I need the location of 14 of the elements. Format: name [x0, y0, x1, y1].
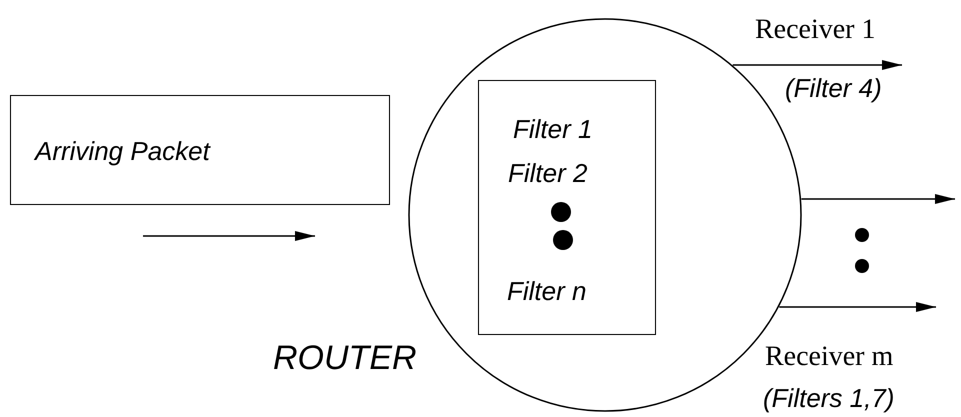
filter-note: (Filter 4): [785, 75, 882, 101]
arrow: [801, 194, 955, 204]
filter-note: (Filters 1,7): [763, 385, 894, 411]
receiver-label: Receiver 1: [755, 16, 876, 44]
filter-label: Filter 1: [513, 116, 592, 142]
packet-box: [10, 95, 390, 205]
router-label: ROUTER: [273, 341, 417, 375]
packet-label: Arriving Packet: [35, 138, 210, 164]
arrow: [779, 302, 936, 312]
filter-label: Filter n: [507, 278, 586, 304]
arrow: [732, 60, 902, 70]
filter-table-box: [478, 80, 656, 335]
receiver-label: Receiver m: [765, 343, 894, 371]
filter-label: Filter 2: [508, 160, 588, 186]
